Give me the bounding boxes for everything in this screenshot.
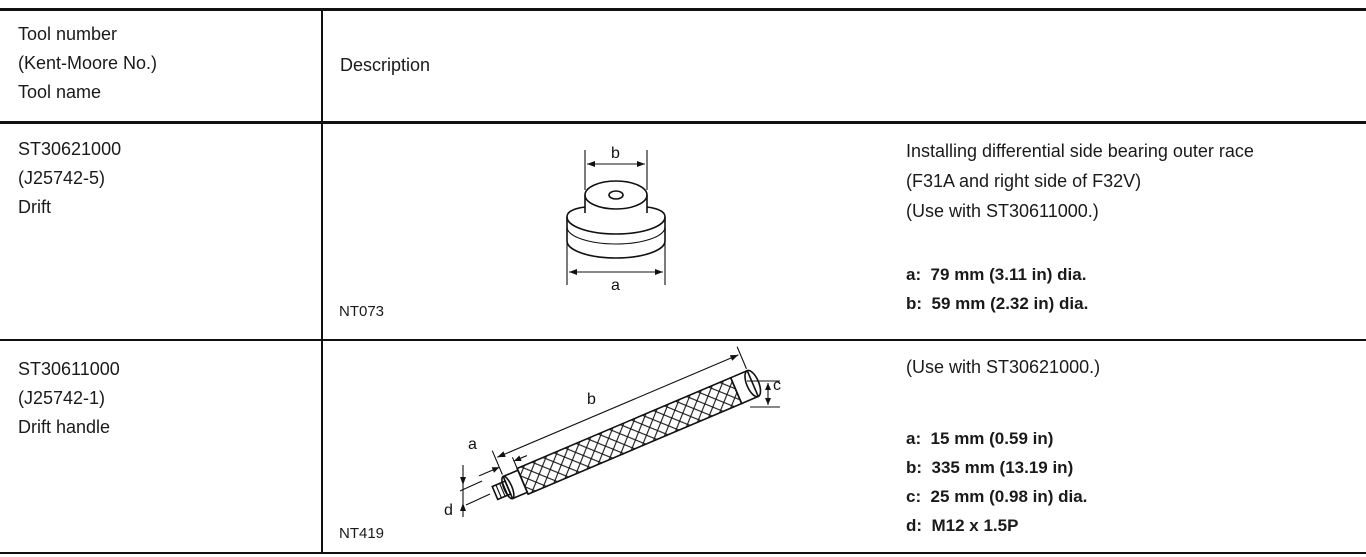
drift-specs: a: 79 mm (3.11 in) dia. b: 59 mm (2.32 i… (906, 265, 1089, 313)
drift-handle-description: (Use with ST30621000.) (906, 357, 1101, 377)
table-bottom-rule (0, 552, 1366, 554)
figure-code: NT073 (339, 303, 385, 320)
figure-code: NT419 (339, 525, 385, 542)
table-top-rule (0, 8, 1366, 11)
header-description-column: Description (340, 55, 431, 75)
dim-label-d: d (444, 502, 453, 519)
dim-label-c: c (773, 377, 781, 394)
dim-label-b: b (611, 145, 620, 162)
tool-id-drift: ST30621000 (J25742-5) Drift (18, 139, 122, 217)
dim-label-b: b (587, 391, 596, 408)
drift-description: Installing differential side bearing out… (906, 141, 1254, 221)
drift-illustration: b a (566, 145, 666, 294)
dim-label-a: a (468, 436, 477, 453)
drift-handle-illustration: b a c d (444, 346, 781, 519)
dim-label-a: a (611, 277, 620, 294)
table-row-divider (0, 339, 1366, 341)
header-tool-column: Tool number (Kent-Moore No.) Tool name (18, 24, 158, 102)
table-column-divider (321, 10, 323, 554)
tool-id-drift-handle: ST30611000 (J25742-1) Drift handle (18, 359, 120, 437)
table-header-rule (0, 121, 1366, 124)
drift-handle-specs: a: 15 mm (0.59 in) b: 335 mm (13.19 in) … (906, 429, 1088, 535)
